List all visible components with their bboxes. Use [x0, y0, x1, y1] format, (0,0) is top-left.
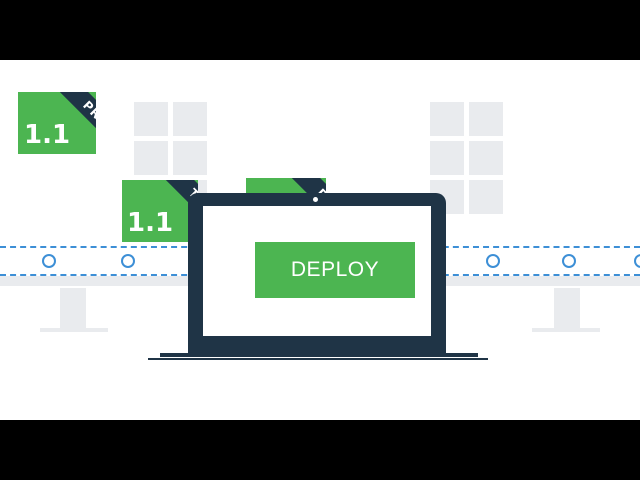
roller	[562, 254, 576, 268]
roller	[121, 254, 135, 268]
test-version-tag: 1.1 TEST	[122, 180, 198, 242]
laptop-screen: DEPLOY	[203, 206, 431, 336]
deploy-scene: 1.1 PROD 1.1 TEST DE DEPLOY	[0, 60, 640, 420]
deploy-button[interactable]: DEPLOY	[255, 242, 415, 298]
roller	[634, 254, 640, 268]
prod-version-tag: 1.1 PROD	[18, 92, 96, 154]
letterbox-bottom	[0, 420, 640, 480]
prod-version: 1.1	[24, 120, 71, 150]
roller	[42, 254, 56, 268]
laptop-base-line	[148, 358, 488, 360]
camera-dot	[313, 197, 318, 202]
belt-leg-left	[60, 288, 86, 330]
belt-foot-left	[40, 328, 108, 332]
laptop: DEPLOY	[188, 193, 446, 353]
test-version: 1.1	[127, 208, 174, 238]
roller	[486, 254, 500, 268]
letterbox-top	[0, 0, 640, 60]
laptop-base	[160, 353, 478, 357]
belt-leg-right	[554, 288, 580, 330]
belt-foot-right	[532, 328, 600, 332]
